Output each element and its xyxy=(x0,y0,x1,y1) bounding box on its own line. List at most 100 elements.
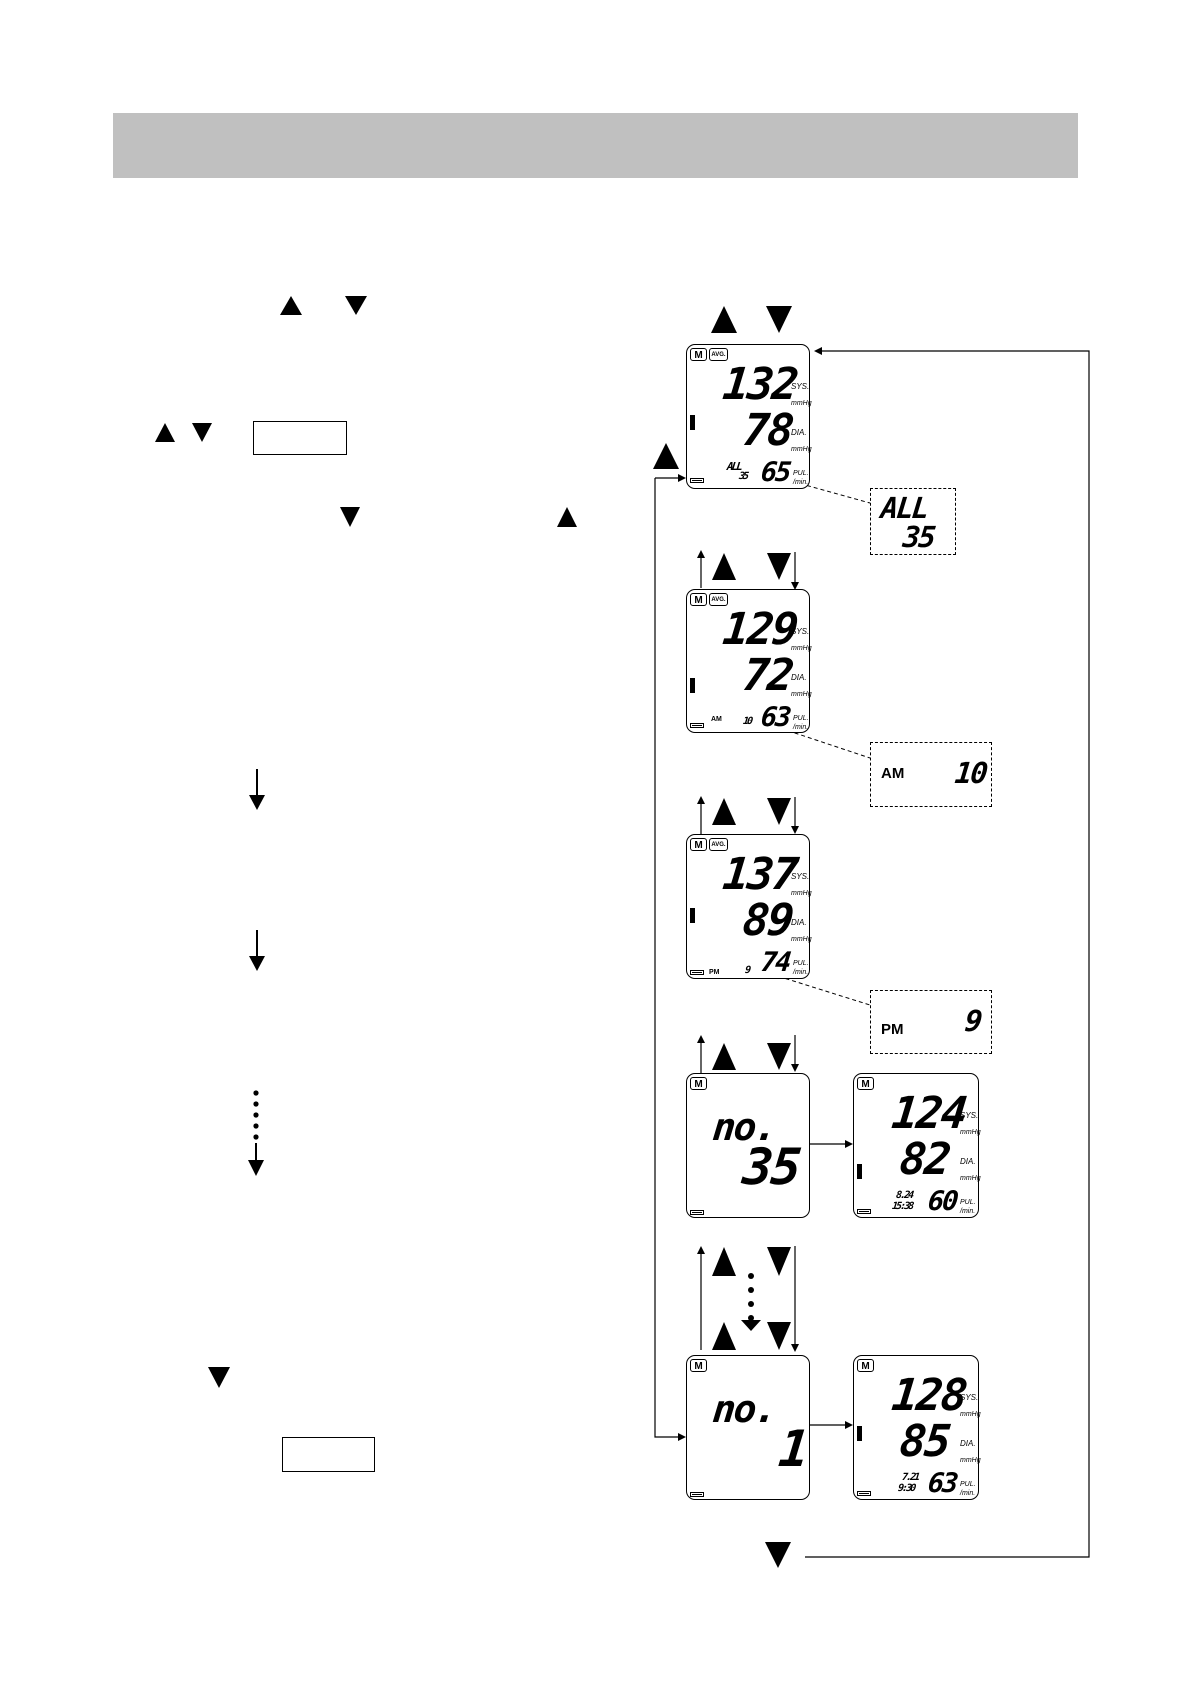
callout-count: 35 xyxy=(901,520,936,554)
up-triangle-icon xyxy=(712,1247,736,1276)
average-badge: AVG. xyxy=(709,593,728,606)
lcd-screen-memory-no-35: M no. 35 xyxy=(686,1073,810,1218)
down-triangle-icon xyxy=(766,306,792,333)
callout-all-35: ALL 35 xyxy=(870,488,956,555)
down-arrow-icon xyxy=(249,930,265,971)
level-indicator xyxy=(690,415,695,430)
systolic-value: 124 xyxy=(889,1088,969,1139)
sys-unit-label: SYS. xyxy=(960,1111,979,1120)
down-triangle-icon xyxy=(767,1043,791,1070)
memory-badge: M xyxy=(690,1359,707,1372)
mmhg-unit-label: mmHg xyxy=(960,1411,981,1418)
diastolic-value: 85 xyxy=(897,1416,952,1467)
pm-label: PM xyxy=(709,969,720,976)
down-triangle-icon xyxy=(192,423,212,442)
systolic-value: 132 xyxy=(720,359,800,410)
mmhg-unit-label: mmHg xyxy=(791,890,812,897)
mmhg-unit-label: mmHg xyxy=(791,936,812,943)
down-triangle-icon xyxy=(345,296,367,315)
dia-unit-label: DIA. xyxy=(960,1439,976,1448)
level-indicator xyxy=(857,1164,862,1179)
memory-no-value: 1 xyxy=(775,1420,811,1478)
memory-badge: M xyxy=(690,1077,707,1090)
reading-count: 35 xyxy=(738,471,748,482)
pul-unit-label: PUL. xyxy=(960,1199,976,1206)
memory-badge: M xyxy=(690,838,707,851)
mmhg-unit-label: mmHg xyxy=(960,1129,981,1136)
memory-badge: M xyxy=(690,348,707,361)
memory-no-label: no. xyxy=(710,1387,778,1431)
per-min-unit-label: /min. xyxy=(960,1490,976,1497)
up-triangle-icon xyxy=(280,296,302,315)
dia-unit-label: DIA. xyxy=(791,918,807,927)
callout-pm-count: 9 xyxy=(963,1004,983,1038)
up-triangle-icon xyxy=(557,507,577,527)
down-arrow-icon xyxy=(741,1320,761,1331)
memory-no-value: 35 xyxy=(739,1138,803,1196)
reading-date: 7.21 xyxy=(901,1472,919,1483)
level-indicator xyxy=(690,908,695,923)
down-triangle-icon xyxy=(767,553,791,580)
pul-unit-label: PUL. xyxy=(793,470,809,477)
callout-am-count: 10 xyxy=(953,756,988,790)
systolic-value: 137 xyxy=(720,849,800,900)
battery-icon xyxy=(690,723,704,728)
memory-badge: M xyxy=(857,1077,874,1090)
average-badge: AVG. xyxy=(709,838,728,851)
memory-badge: M xyxy=(857,1359,874,1372)
level-indicator xyxy=(857,1426,862,1441)
down-triangle-icon xyxy=(767,798,791,825)
lcd-screen-average-am: M AVG. 129 SYS. mmHg 72 DIA. mmHg AM 10 … xyxy=(686,589,812,733)
battery-icon xyxy=(857,1491,871,1496)
diastolic-value: 72 xyxy=(740,650,795,701)
mmhg-unit-label: mmHg xyxy=(791,691,812,698)
memory-badge: M xyxy=(690,593,707,606)
pulse-value: 74 xyxy=(759,947,792,978)
up-triangle-icon xyxy=(712,798,736,825)
per-min-unit-label: /min. xyxy=(793,479,809,486)
average-badge: AVG. xyxy=(709,348,728,361)
callout-am-label: AM xyxy=(881,765,905,782)
reading-count: 9 xyxy=(744,965,750,976)
callout-all-label: ALL xyxy=(879,491,930,525)
callout-am-10: AM 10 xyxy=(870,742,992,807)
per-min-unit-label: /min. xyxy=(793,969,809,976)
up-triangle-icon xyxy=(155,423,175,442)
button-box xyxy=(282,1437,375,1472)
dotted-down-arrow-icon xyxy=(248,1090,264,1176)
down-triangle-icon xyxy=(767,1247,791,1276)
lcd-screen-reading-1: M 128 SYS. mmHg 85 DIA. mmHg 7.21 9:30 6… xyxy=(853,1355,981,1500)
pul-unit-label: PUL. xyxy=(960,1481,976,1488)
sys-unit-label: SYS. xyxy=(791,627,810,636)
pulse-value: 63 xyxy=(926,1468,959,1499)
reading-time: 9:30 xyxy=(897,1483,915,1494)
lcd-screen-reading-35: M 124 SYS. mmHg 82 DIA. mmHg 8.24 15:38 … xyxy=(853,1073,981,1218)
mmhg-unit-label: mmHg xyxy=(960,1175,981,1182)
up-triangle-icon xyxy=(712,1043,736,1070)
am-label: AM xyxy=(711,716,722,723)
battery-icon xyxy=(857,1209,871,1214)
pul-unit-label: PUL. xyxy=(793,715,809,722)
up-triangle-icon xyxy=(712,1322,736,1350)
down-triangle-icon xyxy=(765,1542,791,1568)
battery-icon xyxy=(690,1210,704,1215)
diastolic-value: 82 xyxy=(897,1134,952,1185)
sys-unit-label: SYS. xyxy=(960,1393,979,1402)
battery-icon xyxy=(690,970,704,975)
battery-icon xyxy=(690,1492,704,1497)
mmhg-unit-label: mmHg xyxy=(791,400,812,407)
up-triangle-icon xyxy=(653,443,679,469)
reading-date: 8.24 xyxy=(895,1190,913,1201)
down-triangle-icon xyxy=(208,1367,230,1388)
battery-icon xyxy=(690,478,704,483)
mmhg-unit-label: mmHg xyxy=(791,645,812,652)
up-triangle-icon xyxy=(711,306,737,333)
systolic-value: 128 xyxy=(889,1370,969,1421)
reading-time: 15:38 xyxy=(891,1201,913,1212)
lcd-screen-average-all: M AVG. 132 SYS. mmHg 78 DIA. mmHg ALL 35… xyxy=(686,344,812,489)
mmhg-unit-label: mmHg xyxy=(791,446,812,453)
lcd-screen-memory-no-1: M no. 1 xyxy=(686,1355,810,1500)
per-min-unit-label: /min. xyxy=(960,1208,976,1215)
